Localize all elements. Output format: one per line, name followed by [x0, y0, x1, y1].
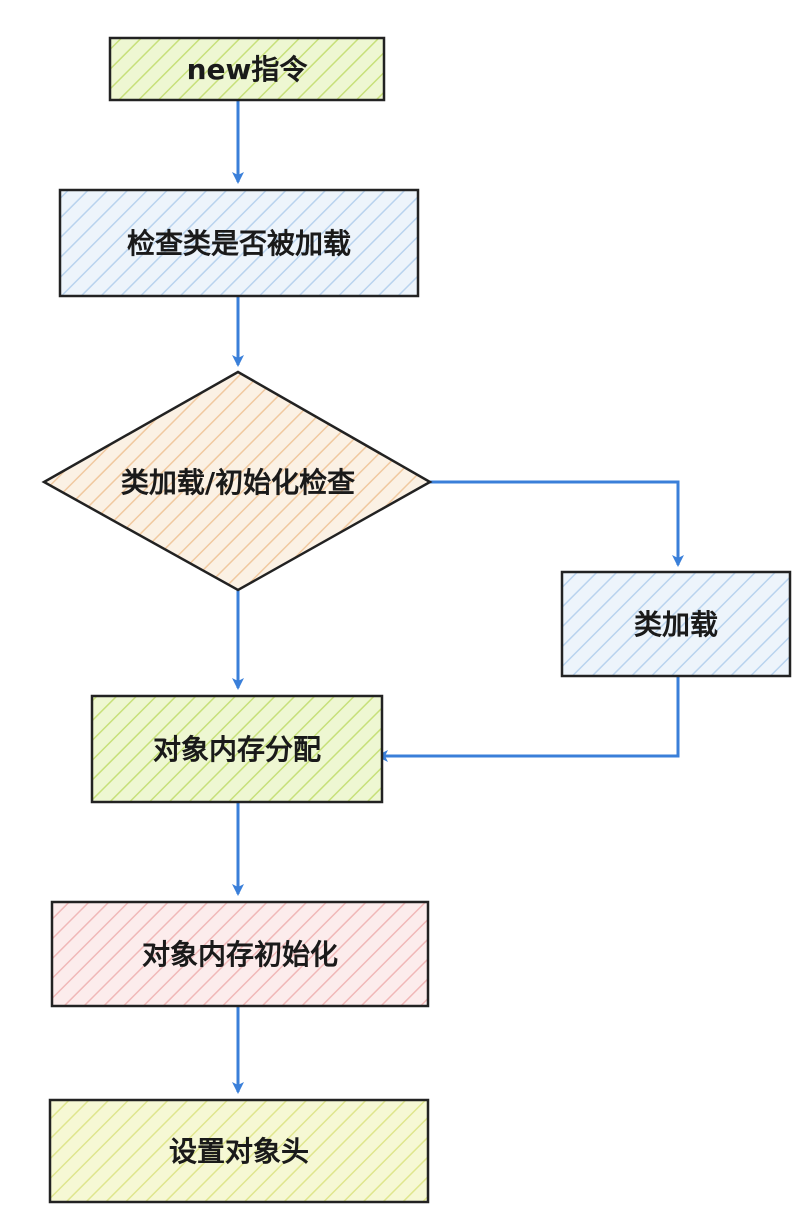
node-memory-init-label: 对象内存初始化 [142, 938, 338, 971]
node-memory-init: 对象内存初始化 [50, 900, 430, 1008]
node-memory-alloc-label: 对象内存分配 [153, 733, 321, 766]
node-set-header: 设置对象头 [48, 1098, 430, 1204]
node-class-loading-label: 类加载 [634, 608, 718, 641]
node-check-loaded-label: 检查类是否被加载 [127, 227, 351, 260]
node-memory-alloc: 对象内存分配 [90, 694, 384, 804]
node-load-init-check-label: 类加载/初始化检查 [121, 466, 355, 499]
node-class-loading: 类加载 [560, 570, 792, 678]
arrow-classload-to-alloc [376, 676, 680, 762]
node-load-init-check: 类加载/初始化检查 [41, 370, 433, 592]
arrow-decision-to-classload [430, 480, 684, 567]
node-check-loaded: 检查类是否被加载 [58, 188, 420, 298]
node-new-instruction-label: new指令 [187, 53, 309, 86]
node-set-header-label: 设置对象头 [169, 1135, 309, 1168]
node-new-instruction: new指令 [108, 36, 386, 102]
connectors [232, 100, 684, 1094]
